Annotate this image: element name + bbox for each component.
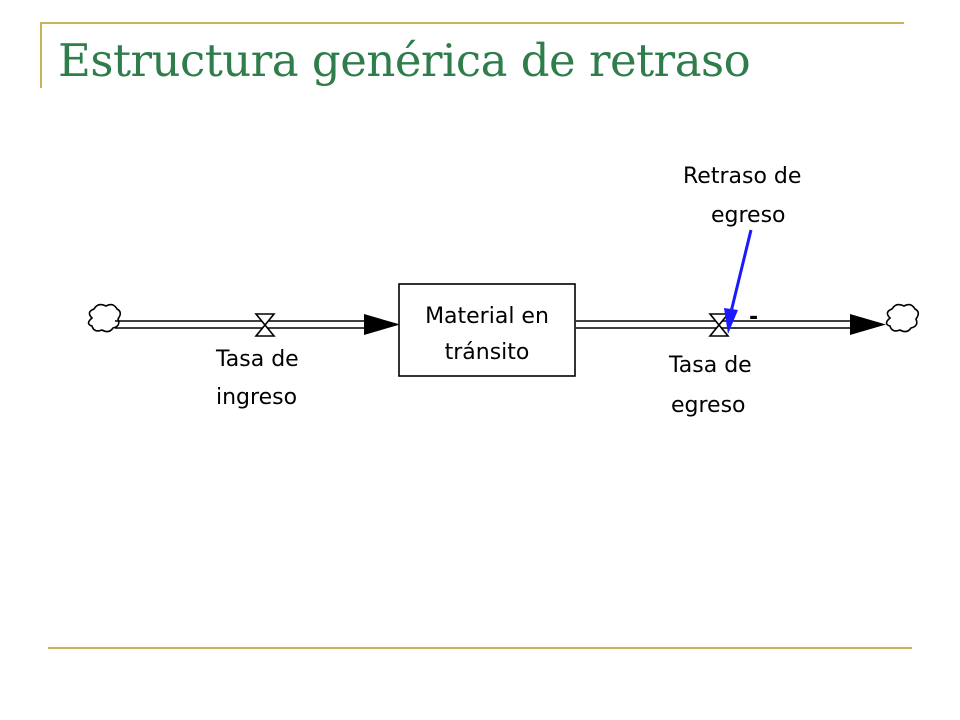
inflow-valve-icon [254,313,276,337]
delay-label-line2: egreso [711,203,786,228]
outflow-label-line2: egreso [671,393,746,418]
bottom-rule [48,647,912,649]
link-polarity-sign: - [749,305,758,330]
inflow-pipe [115,314,400,335]
slide-title: Estructura genérica de retraso [58,34,751,87]
delay-label-line1: Retraso de [683,164,801,189]
inflow-label-line1: Tasa de [215,347,299,372]
inflow-label-line2: ingreso [216,385,297,410]
sink-cloud-icon [885,303,920,333]
top-rule [40,22,904,24]
stock-box [398,283,576,377]
stock-label-line2: tránsito [445,340,530,365]
source-cloud-icon [87,303,122,333]
delay-causal-link-arrow [724,229,753,334]
left-rule [40,22,42,88]
outflow-valve-icon [708,313,730,337]
outflow-label-line1: Tasa de [668,353,752,378]
stock-label-line1: Material en [425,304,549,329]
